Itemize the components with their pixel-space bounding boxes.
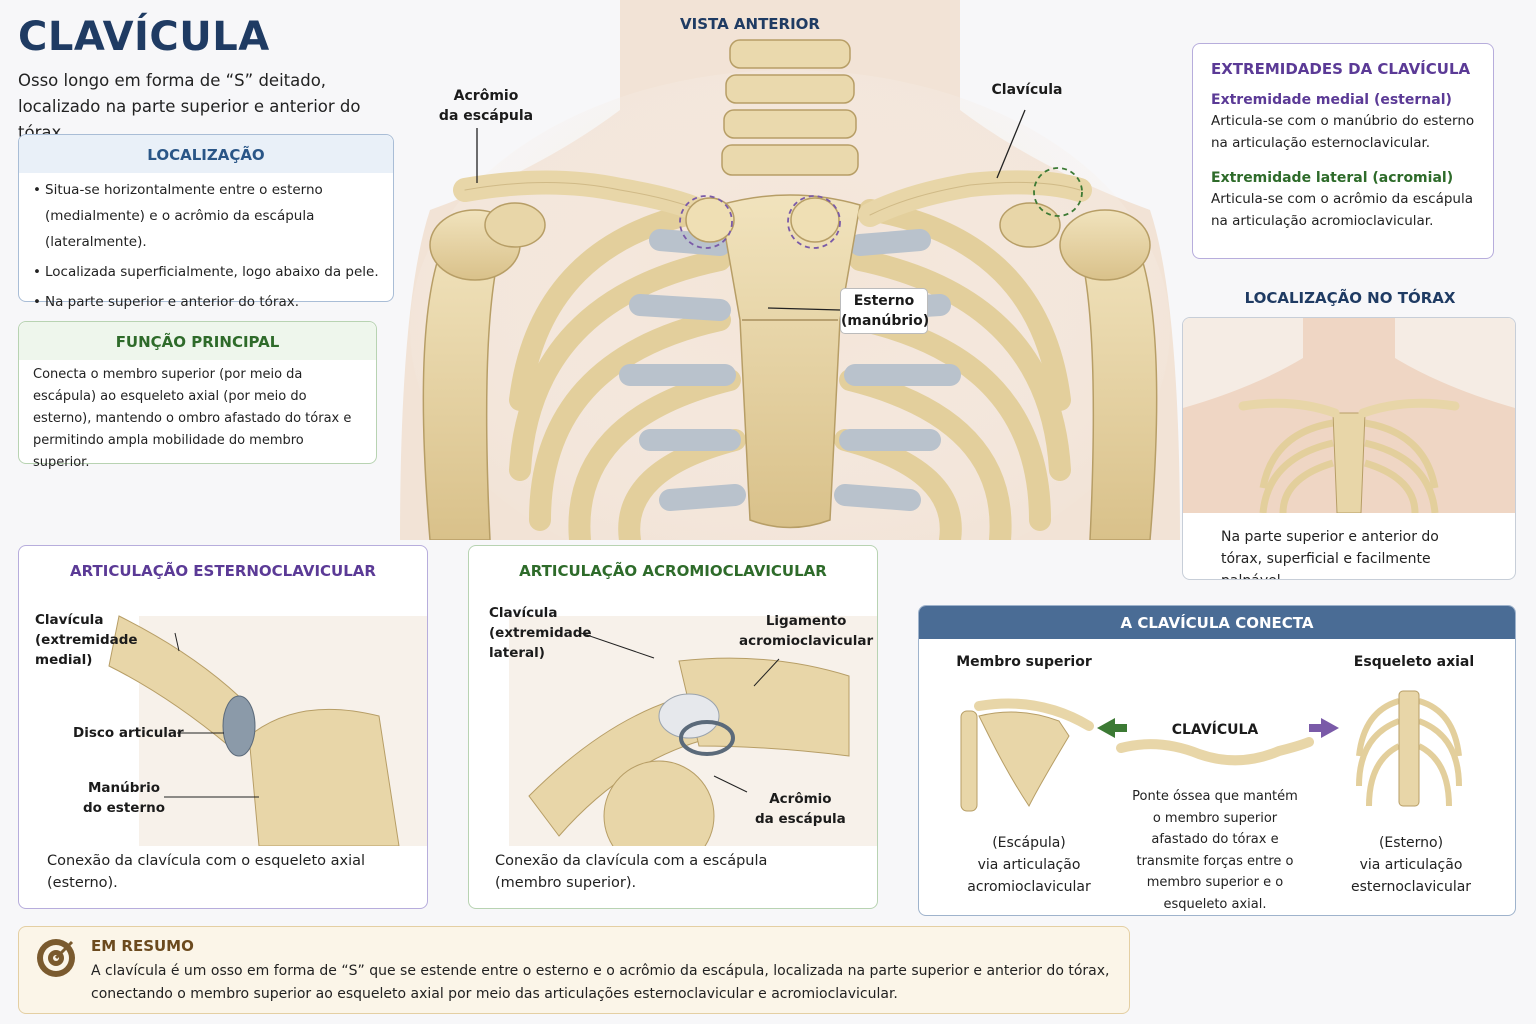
label-esterno: Esterno (manúbrio) [840,288,929,334]
localizacao-torax-card: Na parte superior e anterior do tórax, s… [1182,317,1516,580]
acromio-joint-illustration [509,616,877,846]
list-item: Situa-se horizontalmente entre o esterno… [33,177,381,255]
anterior-view-illustration [390,0,1190,590]
extremidades-heading: EXTREMIDADES DA CLAVÍCULA [1211,60,1471,78]
resumo-text: A clavícula é um osso em forma de “S” qu… [91,963,1110,1002]
label-manubrio: Manúbrio do esterno [83,780,165,816]
funcao-text: Conecta o membro superior (por meio da e… [33,367,352,470]
label-acromio-escapula: Acrômio da escápula [755,791,846,827]
medial-text: Articula-se com o manúbrio do esterno na… [1211,113,1475,151]
conecta-center-caption: Ponte óssea que mantém o membro superior… [1132,789,1298,912]
art-esterno-card: ARTICULAÇÃO ESTERNOCLAVICULAR Clavícula … [18,545,428,909]
list-item: Localizada superficialmente, logo abaixo… [33,259,381,285]
conecta-illustration [960,690,1462,812]
lateral-text: Articula-se com o acrômio da escápula na… [1211,191,1473,229]
label-esterno-clavicula: Clavícula (extremidade medial) [35,612,138,668]
main-view-heading: VISTA ANTERIOR [680,15,820,33]
medial-title: Extremidade medial (esternal) [1211,92,1452,108]
resumo-heading: EM RESUMO [91,937,194,955]
art-esterno-caption: Conexão da clavícula com o esqueleto axi… [47,853,366,891]
target-icon [37,939,75,977]
art-esterno-heading: ARTICULAÇÃO ESTERNOCLAVICULAR [70,562,376,580]
localizacao-card: LOCALIZAÇÃO Situa-se horizontalmente ent… [18,134,394,315]
conecta-left-caption: (Escápula) via articulação acromioclavic… [967,835,1091,895]
esterno-joint-illustration [108,615,427,846]
conecta-card: A CLAVÍCULA CONECTA Membro superior Esqu… [918,605,1516,916]
localizacao-list: Situa-se horizontalmente entre o esterno… [19,173,393,315]
lateral-title: Extremidade lateral (acromial) [1211,170,1454,186]
localizacao-torax-heading: LOCALIZAÇÃO NO TÓRAX [1244,289,1456,307]
thorax-illustration [400,0,1180,590]
torax-thumbnail [1183,318,1515,514]
art-acromio-card: ARTICULAÇÃO ACROMIOCLAVICULAR Clavícula … [468,545,878,909]
label-clavicula: Clavícula [991,82,1063,98]
label-acromio-clavicula: Clavícula (extremidade lateral) [489,605,592,661]
conecta-center-title: CLAVÍCULA [1171,722,1259,738]
label-ligamento: Ligamento acromioclavicular [739,613,874,649]
page-title: CLAVÍCULA [18,14,270,60]
localizacao-torax-caption: Na parte superior e anterior do tórax, s… [1221,529,1439,579]
conecta-right-caption: (Esterno) via articulação esternoclavicu… [1350,835,1472,895]
conecta-right-title: Esqueleto axial [1353,654,1475,670]
label-disco: Disco articular [73,725,184,741]
conecta-heading: A CLAVÍCULA CONECTA [919,606,1515,639]
funcao-heading: FUNÇÃO PRINCIPAL [19,322,376,360]
label-acromio: Acrômio da escápula [438,88,534,124]
list-item: Na parte superior e anterior do tórax. [33,289,381,315]
resumo-box: EM RESUMO A clavícula é um osso em forma… [18,926,1130,1014]
art-acromio-heading: ARTICULAÇÃO ACROMIOCLAVICULAR [519,562,827,580]
conecta-left-title: Membro superior [956,654,1092,670]
funcao-card: FUNÇÃO PRINCIPAL Conecta o membro superi… [18,321,377,470]
extremidades-card: EXTREMIDADES DA CLAVÍCULA Extremidade me… [1192,43,1494,259]
art-acromio-caption: Conexão da clavícula com a escápula (mem… [495,853,768,891]
localizacao-heading: LOCALIZAÇÃO [19,135,393,173]
